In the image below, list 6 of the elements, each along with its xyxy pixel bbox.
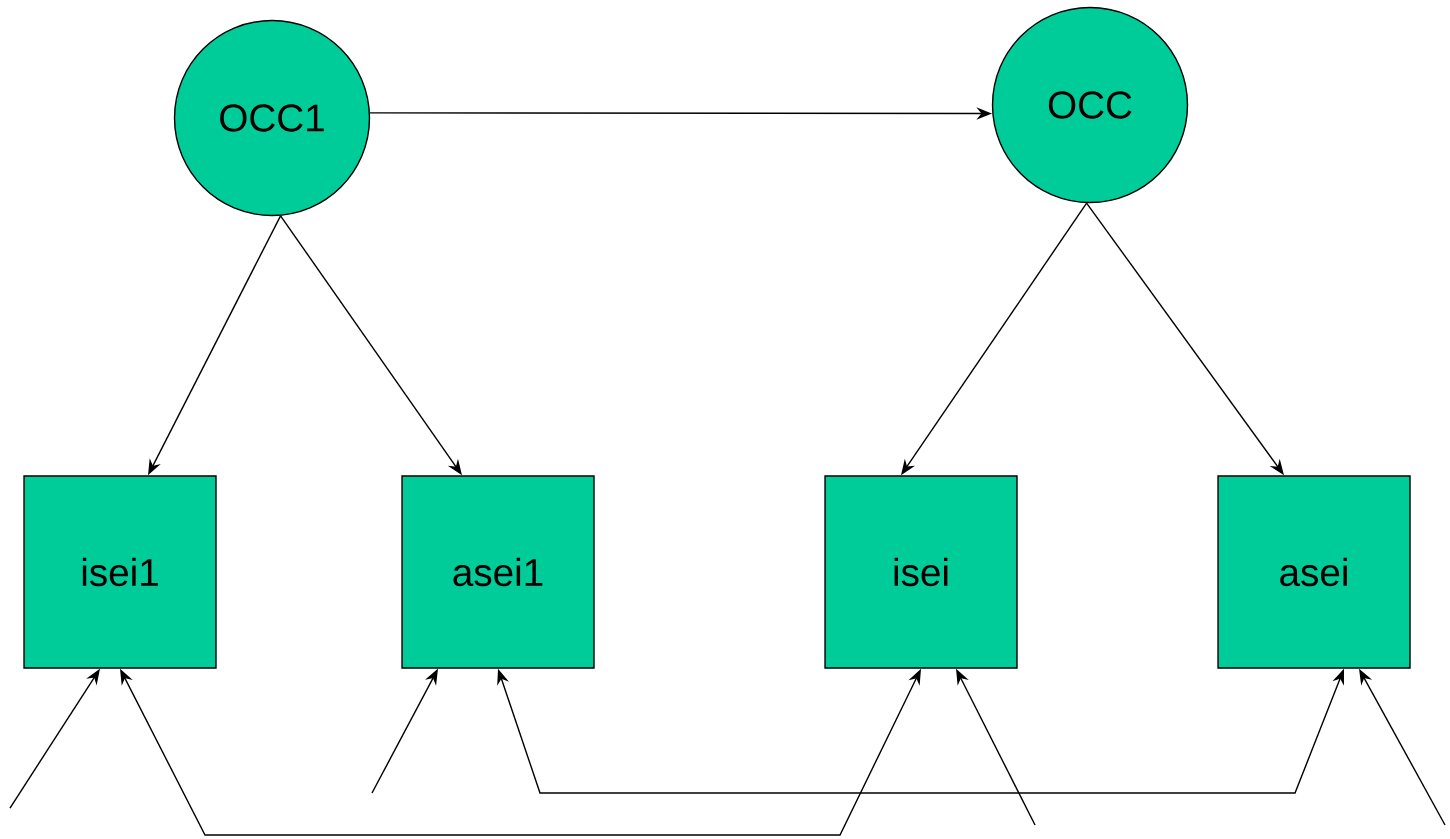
circle-node: OCC1 bbox=[173, 19, 371, 217]
square-node: isei1 bbox=[23, 475, 217, 669]
square-node: isei bbox=[824, 475, 1018, 669]
circle-node: OCC bbox=[991, 6, 1189, 204]
square-node: asei bbox=[1217, 475, 1411, 669]
square-node: asei1 bbox=[401, 475, 595, 669]
